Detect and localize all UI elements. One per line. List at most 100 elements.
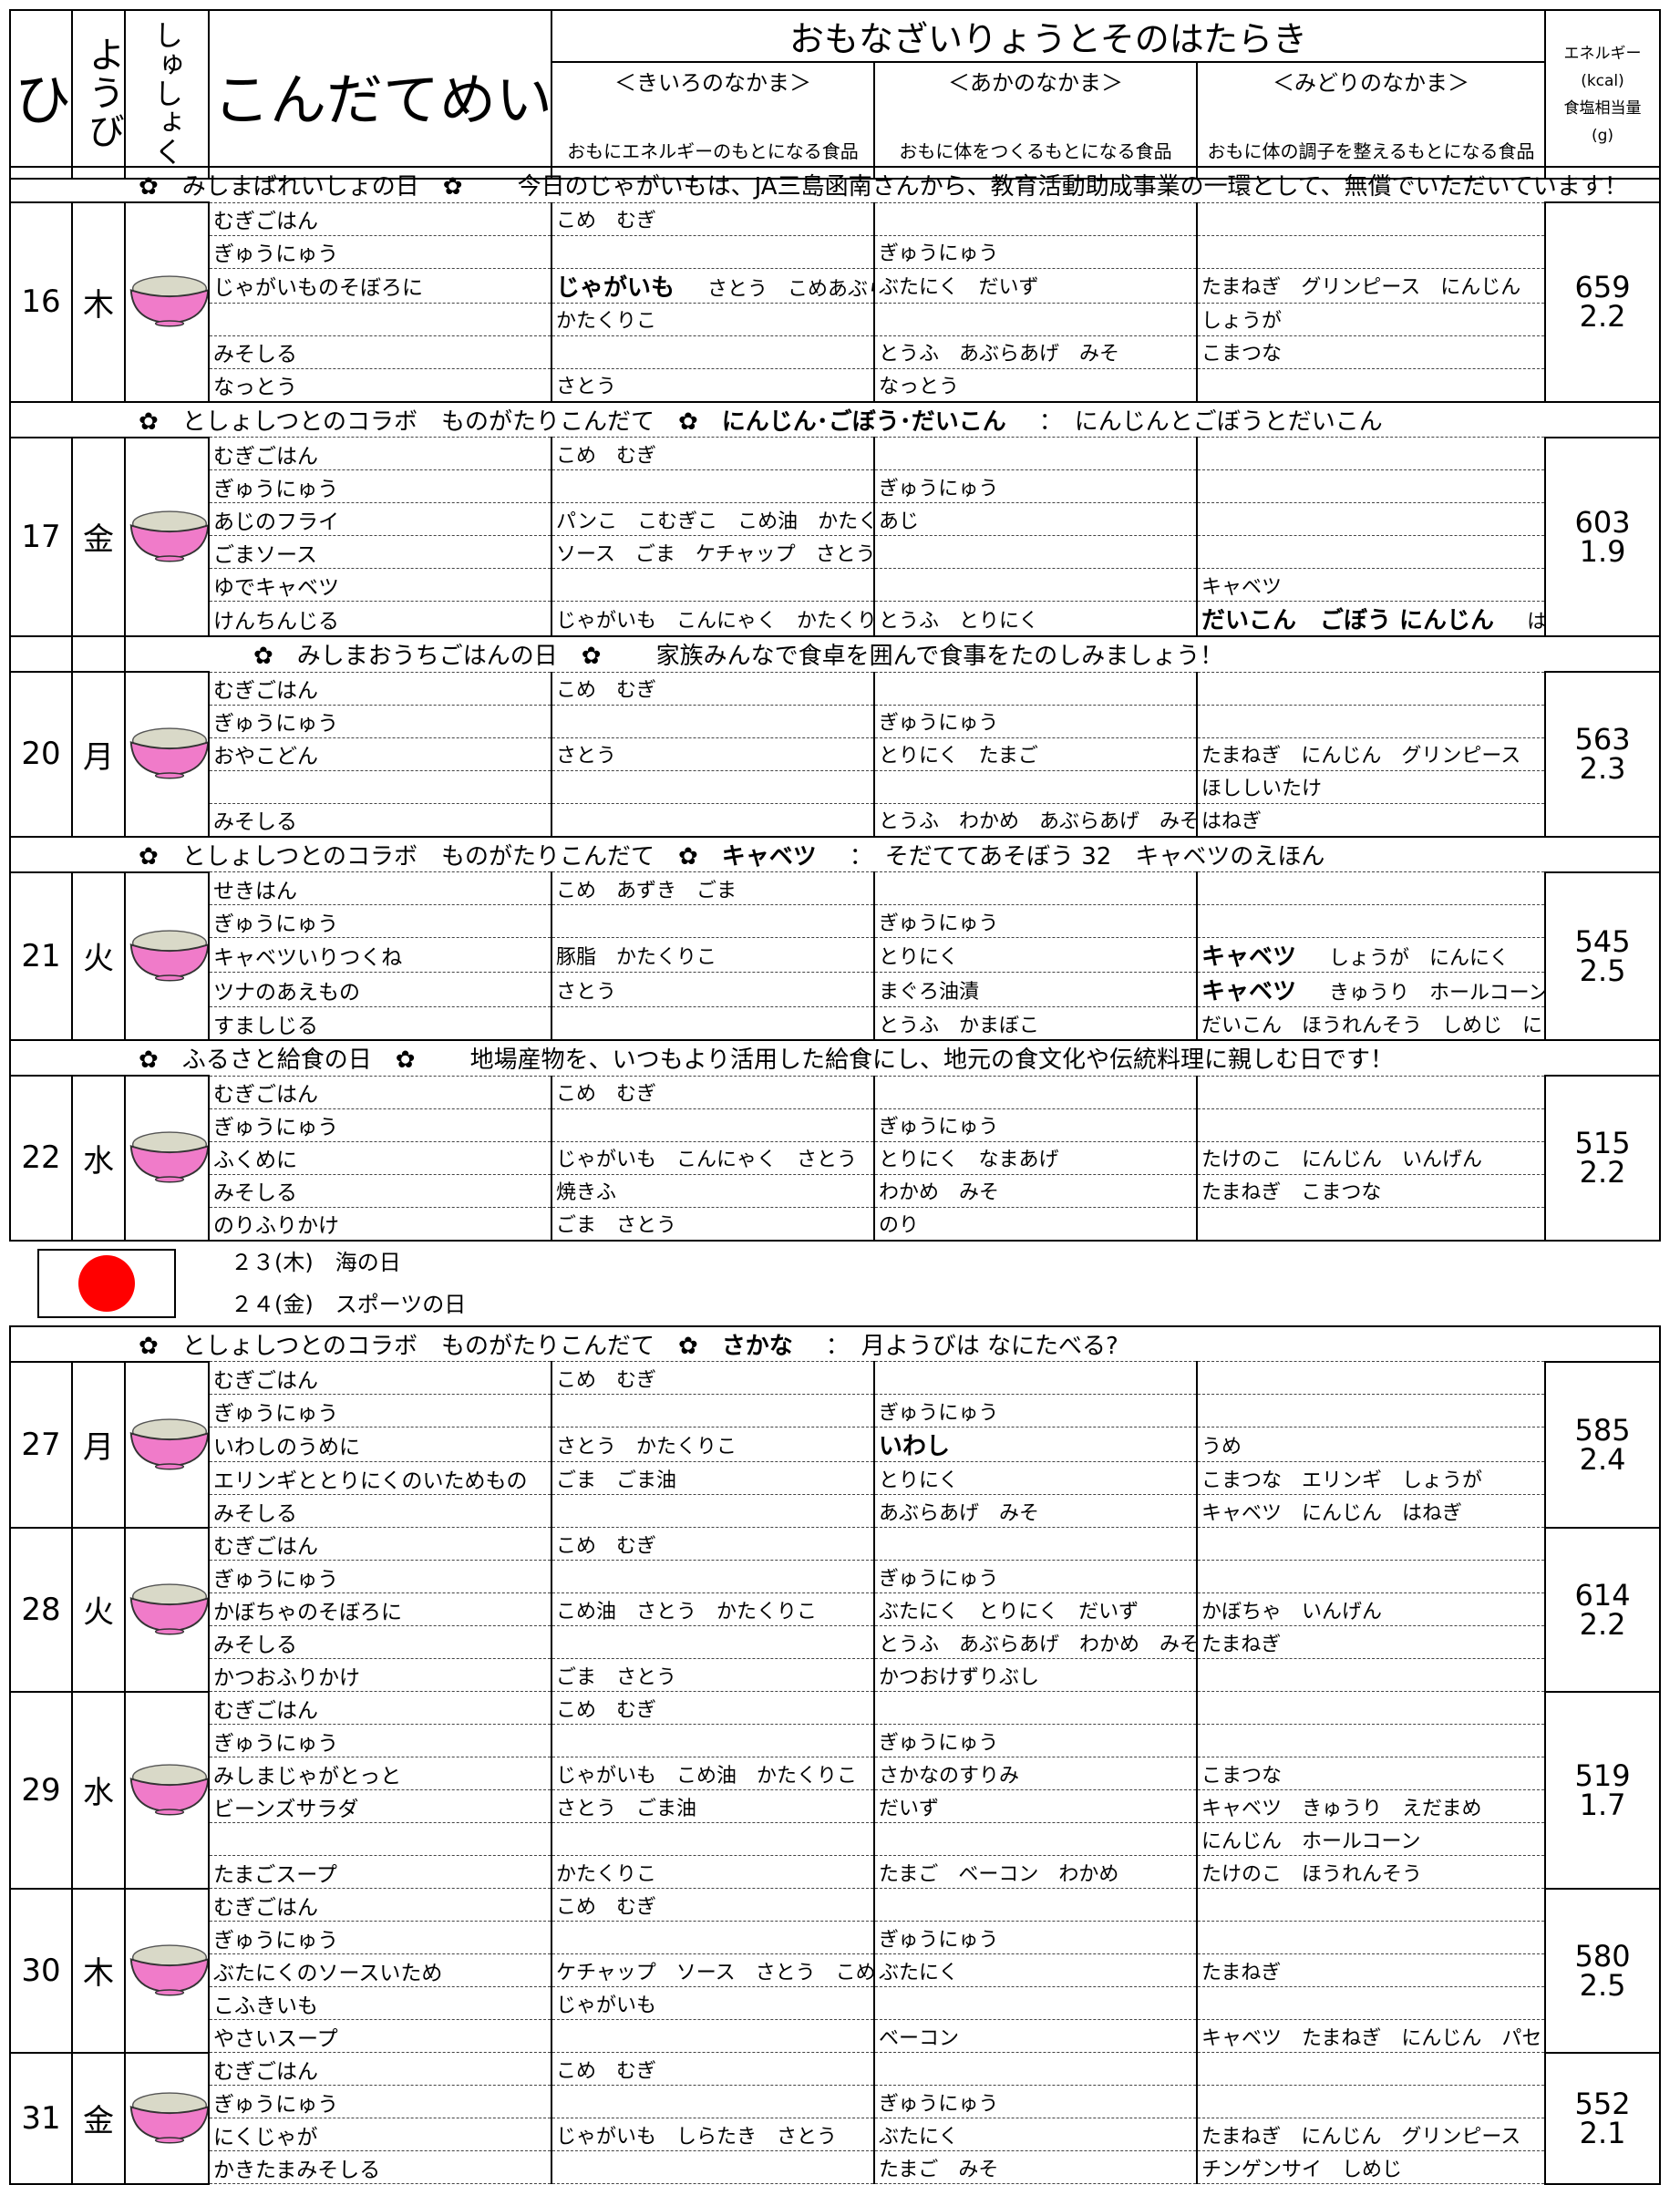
dish-name: にくじゃが	[208, 2118, 552, 2151]
dish-name-text: むぎごはん	[213, 1534, 318, 1559]
dish-name-text: かつおふりかけ	[213, 1665, 360, 1690]
green-foods	[1196, 1658, 1546, 1692]
day-of-week: 金	[71, 2051, 126, 2185]
green-foods: キャベツ きゅうり えだまめ	[1196, 1789, 1546, 1823]
dish-name-text: ゆでキャベツ	[213, 575, 339, 600]
red-foods: ぎゅうにゅう	[873, 235, 1198, 269]
red-foods: ぎゅうにゅう	[873, 1108, 1198, 1142]
red-foods-text: ぎゅうにゅう	[879, 2092, 999, 2116]
red-foods: とうふ あぶらあげ みそ	[873, 335, 1198, 369]
yellow-foods-text: こめ むぎ	[556, 210, 657, 232]
green-foods	[1196, 1076, 1546, 1109]
staple-cell	[124, 436, 210, 637]
menu-row: ぎゅうにゅうぎゅうにゅう	[10, 705, 1660, 738]
green-foods-text: たまねぎ	[1201, 1961, 1282, 1984]
dish-name-text: ふくめに	[213, 1149, 297, 1172]
dish-name: むぎごはん	[208, 1076, 552, 1109]
red-foods-text: とうふ あぶらあげ わかめ みそ	[879, 1633, 1197, 1656]
green-foods-text: はねぎ	[1201, 810, 1263, 833]
yellow-foods	[551, 803, 875, 837]
red-foods-text: とうふ かまぼこ	[879, 1014, 1040, 1037]
red-foods-text: のり	[879, 1214, 920, 1237]
yellow-foods-text: ケチャップ ソース さとう こめ油	[556, 1961, 874, 1984]
dish-name-text: みそしる	[213, 1633, 297, 1657]
red-foods-text: ぎゅうにゅう	[879, 1116, 999, 1139]
menu-row: かぼちゃのそぼろにこめ油 さとう かたくりこぶたにく とりにく だいずかぼちゃ …	[10, 1592, 1660, 1626]
dish-name-text: むぎごはん	[213, 1083, 318, 1107]
energy-header: エネルギー (kcal) 食塩相当量 (g)	[1544, 9, 1661, 180]
dish-name: むぎごはん	[208, 1361, 552, 1395]
red-foods-text: とりにく	[879, 1469, 959, 1492]
red-foods: とりにく	[873, 937, 1198, 973]
dish-name-text: ぎゅうにゅう	[213, 912, 339, 936]
yellow-foods: かたくりこ	[551, 1855, 875, 1889]
yellow-foods: こめ むぎ	[551, 1691, 875, 1725]
red-foods-text: たまご ベーコン わかめ	[879, 1862, 1119, 1886]
menu-row: おやこどんさとうとりにく たまごたまねぎ にんじん グリンピース	[10, 737, 1660, 771]
menu-row: みそしる焼きふわかめ みそたまねぎ こまつな	[10, 1174, 1660, 1208]
menu-row: かたくりこしょうが	[10, 303, 1660, 336]
green-foods	[1196, 437, 1546, 470]
group-red-name: ＜あかのなかま＞	[873, 61, 1198, 98]
menu-row: キャベツいりつくね豚脂 かたくりことりにくキャベツ しょうが にんにく	[10, 937, 1660, 973]
red-foods: ぶたにく とりにく だいず	[873, 1592, 1198, 1626]
yellow-foods	[551, 2085, 875, 2118]
green-foods-text: しょうが にんにく	[1329, 947, 1510, 970]
green-foods: キャベツ	[1196, 568, 1546, 602]
red-foods	[873, 303, 1198, 336]
menu-row: ごまソースソース ごま ケチャップ さとう	[10, 535, 1660, 569]
yellow-foods-text: ごま さとう	[556, 1665, 677, 1689]
energy-kcal: 519	[1574, 1757, 1631, 1793]
yellow-foods-text: さとう	[556, 745, 617, 768]
banner-cell: ✿ みしまばれいしょの日 ✿今日のじゃがいもは、JA三島函南さんから、教育活動助…	[8, 166, 1662, 203]
dish-name-text: みそしる	[213, 343, 297, 366]
dish-name-text: ぎゅうにゅう	[213, 242, 339, 266]
green-foods-text: たまねぎ にんじん グリンピース	[1201, 2125, 1521, 2149]
green-foods-text: かぼちゃ いんげん	[1201, 1600, 1383, 1623]
menu-row: ゆでキャベツ キャベツ	[10, 568, 1660, 602]
green-foods	[1196, 904, 1546, 938]
yellow-foods	[551, 1560, 875, 1593]
green-foods-text: しょうが	[1201, 310, 1283, 333]
red-foods: かつおけずりぶし	[873, 1658, 1198, 1692]
yellow-foods	[551, 568, 875, 602]
red-foods-text: ぎゅうにゅう	[879, 1731, 999, 1755]
yellow-foods: ごま ごま油	[551, 1461, 875, 1495]
yellow-foods-text: こめ むぎ	[556, 1698, 657, 1722]
yellow-foods: こめ むぎ	[551, 1527, 875, 1561]
day-of-week: 日	[71, 635, 126, 673]
salt-g: 1.7	[1579, 1787, 1626, 1822]
red-foods: とうふ とりにく	[873, 601, 1198, 637]
banner-text: ： 月ようびは なにたべる?	[825, 1332, 1118, 1360]
energy-kcal: 545	[1574, 923, 1631, 959]
dish-name: ぎゅうにゅう	[208, 1560, 552, 1593]
yellow-foods: ごま さとう	[551, 1207, 875, 1241]
menu-row: ぎゅうにゅうぎゅうにゅう	[10, 1921, 1660, 1954]
red-foods: ぎゅうにゅう	[873, 1394, 1198, 1427]
green-foods: ほししいたけ	[1196, 770, 1546, 804]
yellow-foods: じゃがいも こめ油 かたくりこ さとう	[551, 1757, 875, 1790]
red-foods	[873, 1888, 1198, 1922]
day-of-week: 月	[71, 671, 126, 838]
dish-name: みそしる	[208, 1174, 552, 1208]
red-foods: ぎゅうにゅう	[873, 1724, 1198, 1757]
green-foods: しょうが	[1196, 303, 1546, 336]
salt-g: 2.5	[1579, 953, 1626, 988]
green-foods: キャベツ たまねぎ にんじん パセリ	[1196, 2019, 1546, 2053]
dish-name: むぎごはん	[208, 437, 552, 470]
yellow-foods-text: じゃがいも こんにゃく さとう	[556, 1149, 858, 1171]
green-foods	[1196, 202, 1546, 236]
green-foods-highlight: だいこん ごぼう にんじん	[1201, 607, 1519, 634]
menu-row: ぎゅうにゅうぎゅうにゅう	[10, 904, 1660, 938]
yellow-foods	[551, 1108, 875, 1142]
menu-row: みそしるとうふ あぶらあげ みそこまつな	[10, 335, 1660, 369]
staple-cell	[124, 1887, 210, 2054]
dish-name-text: エリンギととりにくのいためもの	[213, 1469, 528, 1493]
menu-row: にんじん ホールコーン	[10, 1822, 1660, 1856]
day-number: 21	[9, 871, 73, 1041]
ingredients-title: おもなざいりょうとそのはたらき	[551, 9, 1546, 63]
menu-row: ほししいたけ	[10, 770, 1660, 804]
